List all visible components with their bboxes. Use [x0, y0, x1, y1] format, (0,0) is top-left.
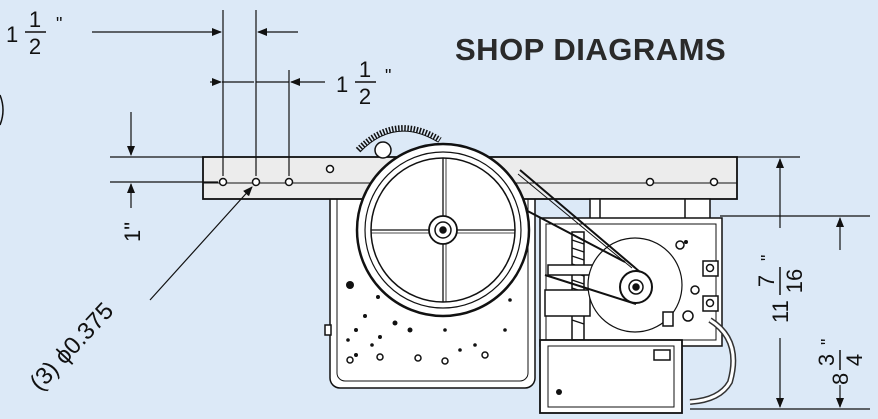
svg-text:16: 16 — [782, 269, 807, 293]
svg-text:3: 3 — [814, 354, 839, 366]
svg-text:4: 4 — [842, 354, 867, 366]
large-wheel — [355, 142, 531, 318]
svg-text:1: 1 — [29, 7, 41, 32]
svg-text:8: 8 — [828, 373, 853, 385]
svg-text:": " — [385, 66, 391, 86]
bar-holes — [218, 164, 719, 187]
dim-vertical-offset: 1" — [120, 222, 145, 242]
dim-hole-spacing: 1 1 2 " — [336, 57, 391, 109]
svg-text:2: 2 — [29, 34, 41, 59]
svg-text:1: 1 — [359, 57, 371, 82]
gear-teeth — [355, 125, 442, 153]
svg-text:": " — [56, 14, 62, 34]
page-title: SHOP DIAGRAMS — [455, 32, 727, 67]
svg-text:11: 11 — [768, 300, 793, 323]
machine-drawing — [202, 125, 738, 414]
svg-text:": " — [818, 339, 838, 345]
svg-text:": " — [758, 255, 778, 261]
dim-lower-height: 8 3 4 " — [814, 339, 867, 385]
dimension-lines — [92, 10, 870, 410]
svg-text:1: 1 — [6, 22, 18, 47]
svg-text:7: 7 — [754, 275, 779, 287]
svg-text:2: 2 — [359, 84, 371, 109]
hole-callout: (3) ϕ0.375 — [25, 298, 119, 396]
dim-top-spacing: 1 1 2 " — [6, 7, 62, 59]
svg-text:1: 1 — [336, 72, 348, 97]
housing-rings — [346, 351, 489, 365]
dim-overall-height: 11 7 16 " — [754, 255, 807, 323]
